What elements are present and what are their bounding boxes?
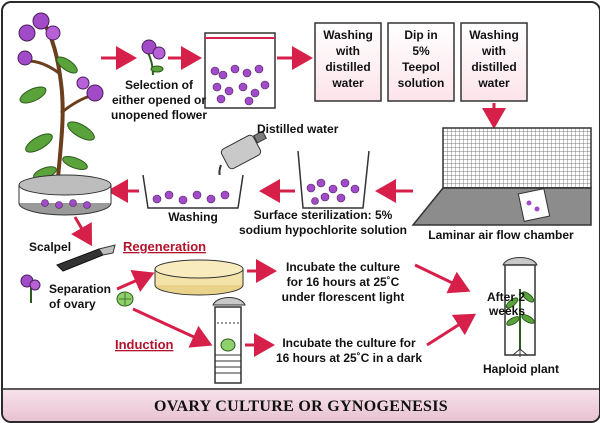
box2-line-2: 5%	[412, 44, 430, 58]
petri-dish-icon	[18, 174, 112, 216]
beaker-icon	[297, 150, 370, 209]
washing-label: Washing	[168, 210, 218, 224]
box1-line-3: distilled	[325, 60, 370, 74]
laminar-label: Laminar air flow chamber	[428, 228, 574, 242]
box1-line-1: Washing	[323, 28, 373, 42]
flower-container-icon	[204, 32, 276, 109]
incubate-light-line-3: under florescent light	[282, 290, 405, 304]
culture-dish-icon	[154, 259, 244, 296]
distilled-water-label: Distilled water	[257, 122, 339, 136]
induction-label: Induction	[115, 337, 174, 352]
haploid-label: Haploid plant	[483, 362, 559, 376]
incubate-light-line-1: Incubate the culture	[286, 260, 400, 274]
surface-line-2: sodium hypochlorite solution	[239, 223, 407, 237]
diagram-canvas: Washing with distilled water Dip in 5% T…	[17, 12, 592, 384]
culture-tube-plant-icon	[502, 257, 538, 357]
after-line-2: weeks	[488, 304, 525, 318]
selection-line-2: either opened or	[112, 93, 206, 107]
flower-branch-icon	[17, 12, 104, 180]
box2-line-3: Teepol	[402, 60, 440, 74]
scalpel-label: Scalpel	[29, 240, 71, 254]
ovary-icon	[116, 291, 134, 307]
box3-line-1: Washing	[469, 28, 519, 42]
regeneration-label: Regeneration	[123, 239, 206, 254]
footer-title: OVARY CULTURE OR GYNOGENESIS	[154, 397, 448, 415]
after-line-1: After 2	[487, 290, 525, 304]
ovary-flower-icon	[20, 274, 41, 303]
box2-line-1: Dip in	[404, 28, 437, 42]
separation-line-1: Separation	[49, 282, 111, 296]
surface-line-1: Surface sterilization: 5%	[254, 208, 393, 222]
footer-banner: OVARY CULTURE OR GYNOGENESIS	[3, 388, 599, 421]
selection-line-3: unopened flower	[111, 108, 207, 122]
scalpel-icon	[56, 244, 116, 272]
box1-line-4: water	[331, 76, 364, 90]
box2-line-4: solution	[398, 76, 445, 90]
washing-box-1: Washing with distilled water	[314, 22, 382, 102]
incubate-dark-line-1: Incubate the culture for	[282, 336, 416, 350]
single-flower-icon	[141, 39, 166, 76]
teepol-box: Dip in 5% Teepol solution	[387, 22, 455, 102]
washing-box-2: Washing with distilled water	[460, 22, 528, 102]
box3-line-2: with	[481, 44, 506, 58]
box3-line-4: water	[477, 76, 510, 90]
incubate-dark-line-2: 16 hours at 25˚C in a dark	[276, 351, 422, 365]
laminar-hood-icon	[411, 127, 592, 226]
washing-beaker-icon	[142, 174, 244, 209]
box3-line-3: distilled	[471, 60, 516, 74]
incubate-light-line-2: for 16 hours at 25˚C	[287, 275, 400, 289]
test-tube-icon	[212, 297, 246, 384]
separation-line-2: of ovary	[49, 297, 96, 311]
box1-line-2: with	[335, 44, 360, 58]
selection-line-1: Selection of	[125, 78, 194, 92]
